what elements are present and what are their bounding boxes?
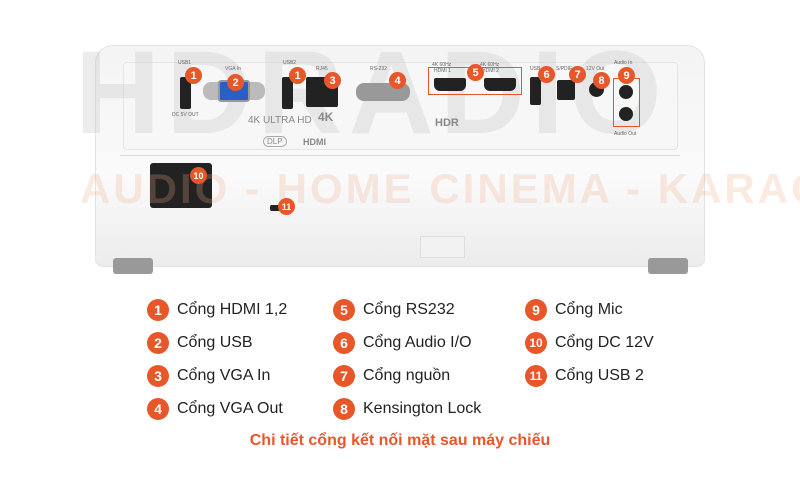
legend-item: 11 Cổng USB 2 [525, 365, 644, 387]
label-usb1: USB1 [178, 60, 192, 66]
legend-number: 1 [147, 299, 169, 321]
legend-label: Cổng nguồn [363, 367, 451, 384]
callout-badge: 1 [289, 67, 306, 84]
legend-number: 2 [147, 332, 169, 354]
legend-number: 5 [333, 299, 355, 321]
legend-number: 7 [333, 365, 355, 387]
logo-4k: 4K [318, 110, 334, 124]
audio-out-jack [619, 107, 633, 121]
legend-label: Cổng VGA Out [177, 400, 283, 417]
legend-item: 8 Kensington Lock [333, 398, 481, 420]
legend-item: 5 Cổng RS232 [333, 299, 455, 321]
callout-badge: 7 [569, 66, 586, 83]
rear-vent [420, 236, 465, 258]
projector-foot-right [648, 258, 688, 274]
callout-badge: 9 [618, 67, 635, 84]
label-audio-out: Audio Out [614, 131, 637, 137]
label-usb2: USB2 [283, 60, 297, 66]
label-hdmi2-spec: 4K 60Hz [480, 62, 500, 68]
callout-badge: 6 [538, 66, 555, 83]
legend-item: 3 Cổng VGA In [147, 365, 270, 387]
logo-ultrahd: 4K ULTRA HD [248, 115, 312, 126]
audio-in-jack [619, 85, 633, 99]
label-hdmi1-spec: 4K 60Hz [432, 62, 452, 68]
legend-item: 6 Cổng Audio I/O [333, 332, 472, 354]
legend-item: 1 Cổng HDMI 1,2 [147, 299, 287, 321]
label-spdif: S/PDIF [556, 66, 573, 72]
callout-badge: 10 [190, 167, 207, 184]
legend-label: Cổng USB 2 [555, 367, 644, 384]
logo-dlp: DLP [263, 136, 287, 147]
callout-badge: 4 [389, 72, 406, 89]
legend-number: 9 [525, 299, 547, 321]
label-12v-out: 12V Out [586, 66, 605, 72]
legend-label: Cổng VGA In [177, 367, 271, 384]
label-rj45: RJ45 [316, 66, 328, 72]
usb3-port [530, 77, 541, 105]
callout-badge: 2 [227, 74, 244, 91]
legend-item: 4 Cổng VGA Out [147, 398, 283, 420]
legend-label: Cổng Audio I/O [363, 334, 472, 351]
audio-highlight-box [613, 78, 640, 127]
legend-number: 11 [525, 365, 547, 387]
spdif-port [557, 80, 575, 100]
callout-badge: 5 [467, 64, 484, 81]
legend-item: 10 Cổng DC 12V [525, 332, 654, 354]
label-hdmi1: HDMI 1 [434, 68, 451, 74]
logo-hdr: HDR [435, 117, 459, 129]
label-vga-in: VGA In [225, 66, 241, 72]
label-audio-in: Audio In [614, 60, 633, 66]
legend-number: 10 [525, 332, 547, 354]
legend-label: Cổng Mic [555, 301, 623, 318]
legend-label: Kensington Lock [363, 400, 482, 417]
label-usb3: USB [530, 66, 541, 72]
lower-panel [120, 155, 680, 243]
legend-label: Cổng HDMI 1,2 [177, 301, 288, 318]
label-hdmi2: HDMI 2 [482, 68, 499, 74]
kensington-slot [270, 205, 282, 211]
logo-hdmi: HDMI [303, 137, 326, 147]
hdmi1-port [434, 78, 466, 91]
callout-badge: 3 [324, 72, 341, 89]
legend-label: Cổng RS232 [363, 301, 455, 318]
callout-badge: 1 [185, 67, 202, 84]
usb1-port [180, 77, 191, 109]
legend-label: Cổng USB [177, 334, 253, 351]
caption: Chi tiết cổng kết nối mặt sau máy chiếu [249, 432, 551, 449]
label-dc-out: DC 5V OUT [172, 112, 199, 118]
legend-number: 3 [147, 365, 169, 387]
projector-foot-left [113, 258, 153, 274]
hdmi2-port [484, 78, 516, 91]
legend-number: 4 [147, 398, 169, 420]
legend-item: 2 Cổng USB [147, 332, 253, 354]
callout-badge: 11 [278, 198, 295, 215]
legend-item: 9 Cổng Mic [525, 299, 623, 321]
callout-badge: 8 [593, 72, 610, 89]
legend-label: Cổng DC 12V [555, 334, 654, 351]
legend-number: 8 [333, 398, 355, 420]
legend-item: 7 Cổng nguồn [333, 365, 450, 387]
legend-number: 6 [333, 332, 355, 354]
usb2-port [282, 77, 293, 109]
label-rs232: RS-232 [370, 66, 387, 72]
